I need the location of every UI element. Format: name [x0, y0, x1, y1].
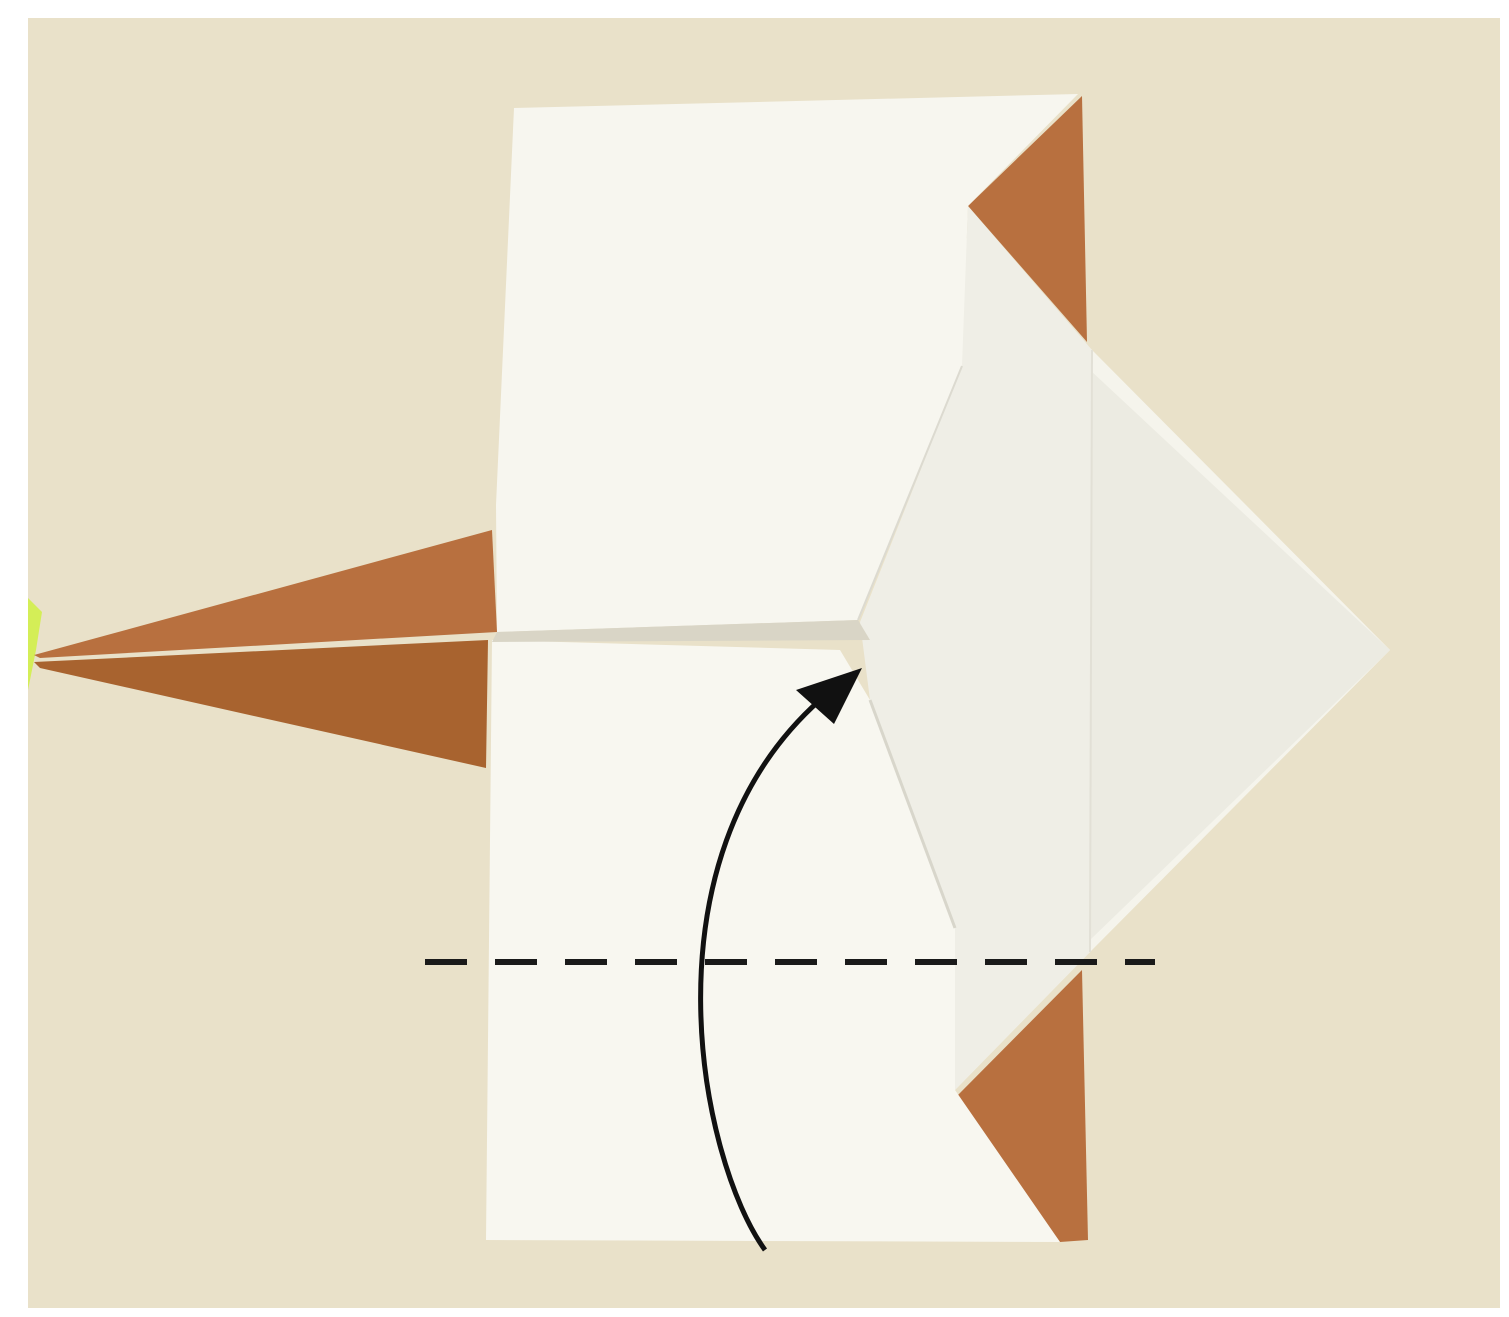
origami-photo — [0, 0, 1509, 1317]
origami-illustration — [0, 0, 1509, 1317]
